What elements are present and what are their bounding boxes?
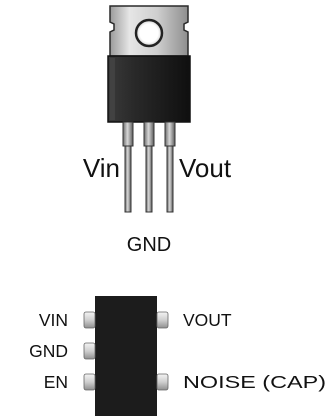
to220-package xyxy=(107,5,191,213)
label-gnd-to220: GND xyxy=(127,234,171,256)
label-vout-to220: Vout xyxy=(179,153,232,183)
smd-pin-noise xyxy=(156,373,169,391)
label-smd-en: EN xyxy=(44,372,68,392)
to220-mounting-hole xyxy=(134,18,164,48)
to220-body xyxy=(107,55,191,123)
label-smd-vin: VIN xyxy=(39,310,68,330)
smd-pin-vout xyxy=(156,311,169,329)
to220-lead-left xyxy=(122,121,134,213)
label-smd-gnd: GND xyxy=(29,341,68,361)
label-vin-to220: Vin xyxy=(83,153,120,183)
smd-pin-vin xyxy=(83,311,96,329)
smd-pin-gnd xyxy=(83,342,96,360)
label-smd-noise-cap: NOISE (CAP) xyxy=(183,372,326,392)
label-smd-vout: VOUT xyxy=(183,310,232,330)
to220-lead-right xyxy=(164,121,176,213)
smd-body xyxy=(95,296,157,416)
smd-pin-en xyxy=(83,373,96,391)
to220-lead-center xyxy=(143,121,155,213)
smd-package xyxy=(83,296,169,416)
